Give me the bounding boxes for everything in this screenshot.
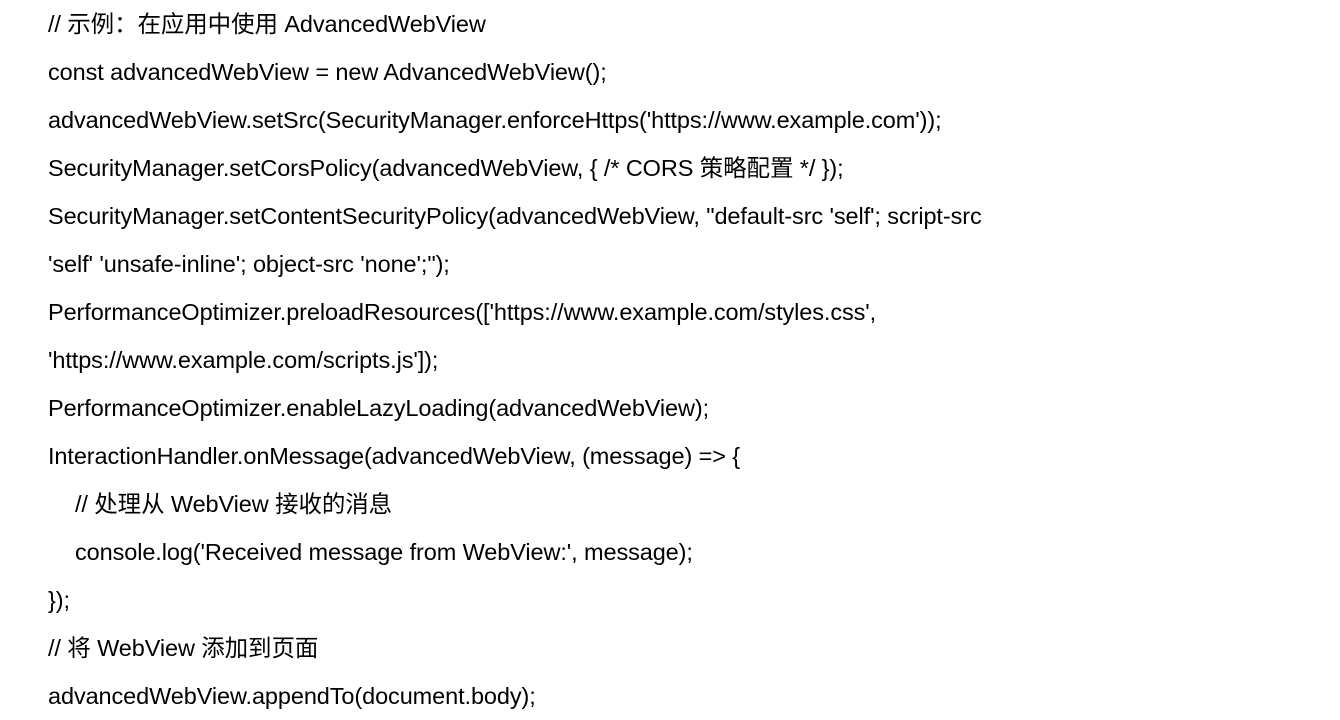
code-line: 'self' 'unsafe-inline'; object-src 'none…	[48, 251, 450, 277]
code-line: });	[48, 587, 70, 613]
code-line: // 示例：在应用中使用 AdvancedWebView	[48, 11, 486, 37]
code-line: InteractionHandler.onMessage(advancedWeb…	[48, 443, 741, 469]
code-line: SecurityManager.setContentSecurityPolicy…	[48, 203, 982, 229]
code-line: // 处理从 WebView 接收的消息	[75, 491, 393, 517]
code-line: SecurityManager.setCorsPolicy(advancedWe…	[48, 155, 844, 181]
code-line: advancedWebView.appendTo(document.body);	[48, 683, 536, 709]
code-line: PerformanceOptimizer.enableLazyLoading(a…	[48, 395, 710, 421]
code-line: console.log('Received message from WebVi…	[75, 539, 693, 565]
code-line: PerformanceOptimizer.preloadResources(['…	[48, 299, 877, 325]
code-block: // 示例：在应用中使用 AdvancedWebView const advanc…	[48, 11, 982, 709]
code-line: const advancedWebView = new AdvancedWebV…	[48, 59, 607, 85]
code-line: // 将 WebView 添加到页面	[48, 635, 319, 661]
code-line: advancedWebView.setSrc(SecurityManager.e…	[48, 107, 942, 133]
code-line: 'https://www.example.com/scripts.js']);	[48, 347, 439, 373]
